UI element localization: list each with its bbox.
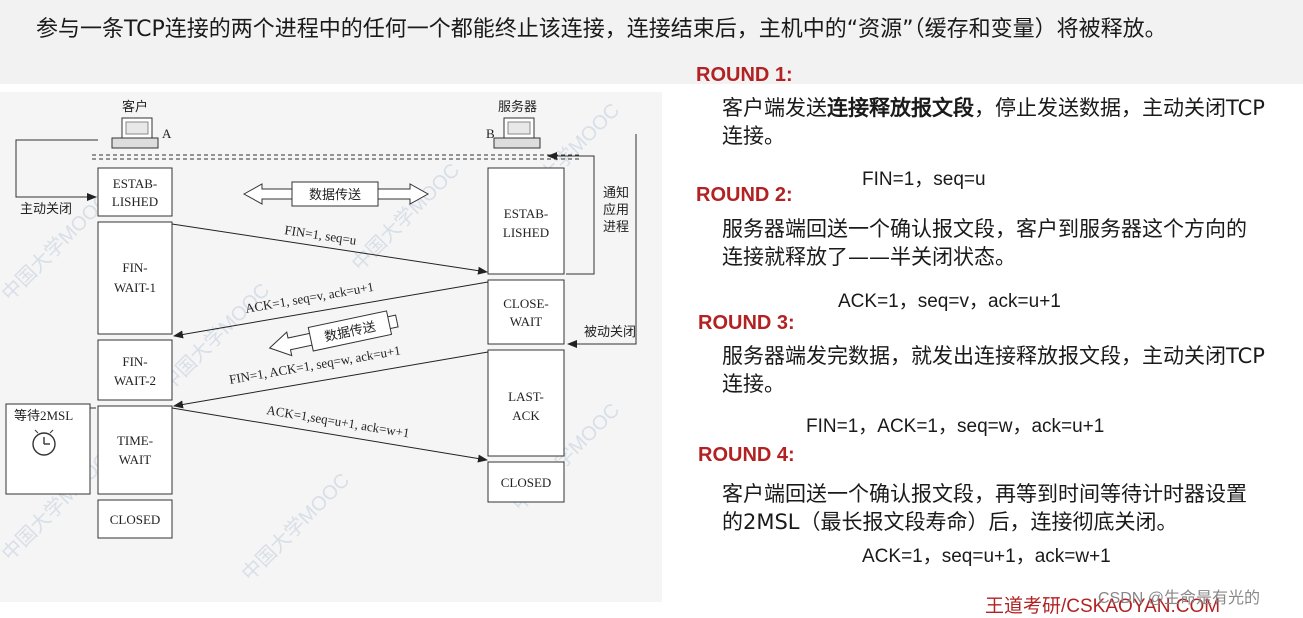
notify-app-line-1: 通知 xyxy=(603,185,629,200)
svg-text:WAIT-1: WAIT-1 xyxy=(114,280,156,295)
round-1-bold: 连接释放报文段 xyxy=(827,96,974,120)
active-close-arrow xyxy=(15,139,98,201)
diagram-svg: 中国大学MOOC 中国大学MOOC 中国大学MOOC 中国大学MOOC 中国大学… xyxy=(0,99,637,586)
notify-app-line-3: 进程 xyxy=(603,219,629,234)
server-state-2: CLOSE- WAIT xyxy=(487,279,565,345)
passive-close-arrow xyxy=(567,134,637,348)
round-1-eq: FIN=1，seq=u xyxy=(862,169,986,190)
svg-text:WAIT-2: WAIT-2 xyxy=(114,373,156,388)
svg-text:中国大学MOOC: 中国大学MOOC xyxy=(347,159,464,276)
client-state-4: TIME- WAIT xyxy=(97,405,173,495)
server-label: 服务器 xyxy=(498,99,537,114)
svg-text:CLOSED: CLOSED xyxy=(501,475,552,490)
client-computer-icon xyxy=(111,117,159,149)
server-state-3: LAST- ACK xyxy=(487,349,565,457)
client-letter: A xyxy=(162,126,172,141)
round-2-title: ROUND 2: xyxy=(696,184,793,206)
msg-fin-ack-arrow xyxy=(173,351,489,409)
client-state-1: ESTAB- LISHED xyxy=(97,167,173,217)
data-transfer-arrow-1: 数据传送 xyxy=(242,181,430,207)
svg-text:FIN-: FIN- xyxy=(122,260,147,275)
svg-text:LISHED: LISHED xyxy=(503,225,549,240)
round-4-title: ROUND 4: xyxy=(698,444,795,466)
svg-text:LAST-: LAST- xyxy=(508,389,544,404)
svg-text:ACK: ACK xyxy=(512,408,540,423)
svg-text:等待2MSL: 等待2MSL xyxy=(14,408,73,423)
svg-text:ESTAB-: ESTAB- xyxy=(113,176,157,191)
server-computer-icon xyxy=(493,117,541,149)
csdn-watermark: CSDN @生命是有光的 xyxy=(1098,590,1261,607)
server-state-4: CLOSED xyxy=(487,461,565,503)
svg-text:中国大学MOOC: 中国大学MOOC xyxy=(237,469,354,586)
round-2-desc: 服务器端回送一个确认报文段，客户到服务器这个方向的连接就释放了——半关闭状态。 xyxy=(722,217,1247,269)
round-4-eq: ACK=1，seq=u+1，ack=w+1 xyxy=(862,546,1111,567)
msg-ack2-arrow xyxy=(171,407,488,463)
round-2-eq: ACK=1，seq=v，ack=u+1 xyxy=(838,291,1061,312)
client-state-2: FIN- WAIT-1 xyxy=(97,221,173,335)
clock-icon xyxy=(32,429,56,456)
svg-text:LISHED: LISHED xyxy=(112,194,158,209)
server-state-1: ESTAB- LISHED xyxy=(487,167,565,275)
msg-fin-arrow xyxy=(171,223,488,275)
server-letter: B xyxy=(486,126,495,141)
client-state-3: FIN- WAIT-2 xyxy=(97,339,173,401)
svg-text:FIN-: FIN- xyxy=(122,354,147,369)
msg-ack2-label: ACK=1,seq=u+1, ack=w+1 xyxy=(266,402,411,440)
svg-text:WAIT: WAIT xyxy=(510,314,543,329)
round-3-title: ROUND 3: xyxy=(698,312,795,334)
tcp-teardown-diagram: 中国大学MOOC 中国大学MOOC 中国大学MOOC 中国大学MOOC 中国大学… xyxy=(0,92,662,602)
intro-text: 参与一条TCP连接的两个进程中的任何一个都能终止该连接，连接结束后，主机中的“资… xyxy=(36,17,1167,42)
svg-text:TIME-: TIME- xyxy=(117,433,153,448)
msg-fin-label: FIN=1, seq=u xyxy=(284,222,358,248)
svg-text:CLOSED: CLOSED xyxy=(110,512,161,527)
passive-close-label: 被动关闭 xyxy=(584,324,636,339)
active-close-label: 主动关闭 xyxy=(20,201,72,216)
svg-text:ESTAB-: ESTAB- xyxy=(504,206,548,221)
round-3-desc: 服务器端发完数据，就发出连接释放报文段，主动关闭TCP连接。 xyxy=(722,344,1265,396)
svg-text:CLOSE-: CLOSE- xyxy=(503,296,549,311)
client-state-5: CLOSED xyxy=(97,499,173,539)
svg-text:WAIT: WAIT xyxy=(119,452,152,467)
client-label: 客户 xyxy=(122,99,148,114)
msg-ack1-arrow xyxy=(173,281,489,339)
footer-brand: 王道考研/CSKAOYAN.COM xyxy=(985,596,1221,617)
intro-banner: 参与一条TCP连接的两个进程中的任何一个都能终止该连接，连接结束后，主机中的“资… xyxy=(0,0,1303,84)
round-4-desc: 客户端回送一个确认报文段，再等到时间等待计时器设置的2MSL（最长报文段寿命）后… xyxy=(722,482,1247,534)
round-1-title: ROUND 1: xyxy=(696,64,793,86)
round-1-desc: 客户端发送连接释放报文段，停止发送数据，主动关闭TCP连接。 xyxy=(722,96,1265,148)
svg-text:数据传送: 数据传送 xyxy=(309,187,361,202)
notify-app-line-2: 应用 xyxy=(603,202,629,217)
notify-app-arrow xyxy=(547,152,595,275)
round-3-eq: FIN=1，ACK=1，seq=w，ack=u+1 xyxy=(806,416,1105,437)
